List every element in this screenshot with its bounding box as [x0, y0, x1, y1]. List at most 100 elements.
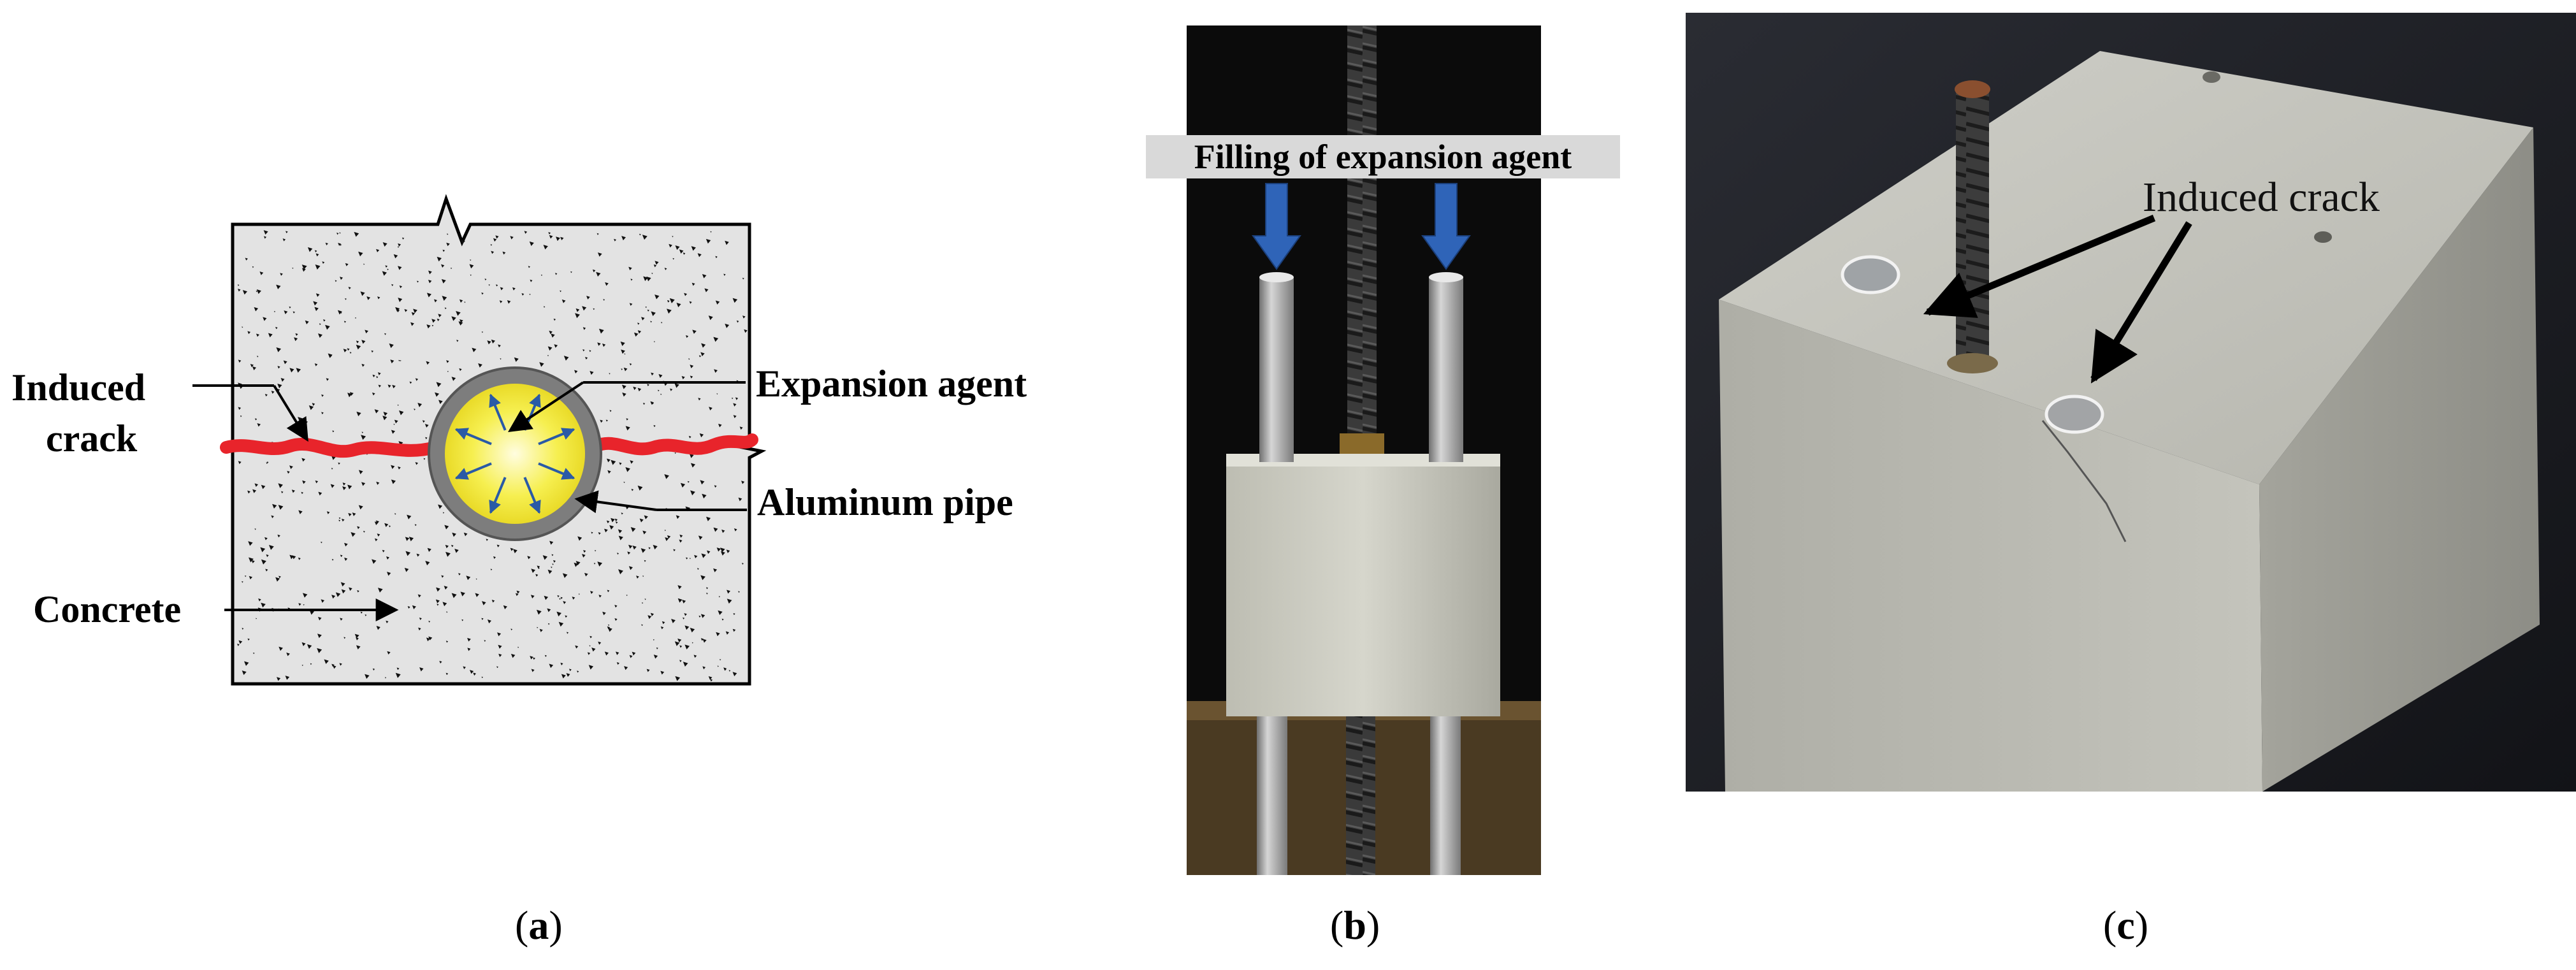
aggregate-particle — [554, 273, 558, 275]
aggregate-particle — [347, 348, 350, 351]
aggregate-particle — [690, 463, 696, 468]
aggregate-particle — [317, 616, 322, 621]
aggregate-particle — [331, 558, 334, 561]
aggregate-particle — [551, 333, 555, 338]
aggregate-particle — [671, 619, 676, 623]
aggregate-particle — [621, 384, 626, 389]
aggregate-particle — [452, 532, 456, 537]
aggregate-particle — [516, 590, 520, 594]
aggregate-particle — [708, 676, 713, 680]
aggregate-particle — [247, 331, 251, 335]
aggregate-particle — [496, 544, 500, 547]
aggregate-particle — [574, 370, 578, 373]
aggregate-particle — [441, 575, 444, 578]
aggregate-particle — [584, 572, 588, 577]
aggregate-particle — [689, 453, 694, 458]
aggregate-particle — [417, 403, 423, 407]
aggregate-particle — [674, 383, 679, 388]
aggregate-particle — [648, 615, 652, 619]
aggregate-particle — [382, 242, 387, 247]
aggregate-particle — [442, 296, 447, 301]
label-induced-crack-1: Induced — [11, 366, 146, 409]
aggregate-particle — [340, 582, 345, 587]
aggregate-particle — [365, 329, 368, 334]
aggregate-particle — [690, 490, 695, 496]
aggregate-particle — [374, 521, 379, 526]
aggregate-particle — [500, 358, 502, 360]
aggregate-particle — [639, 518, 644, 523]
aggregate-particle — [589, 350, 591, 352]
aggregate-particle — [467, 637, 471, 642]
aggregate-particle — [463, 532, 468, 537]
aggregate-particle — [603, 299, 605, 301]
aggregate-particle — [690, 375, 693, 379]
label-induced-crack-photo: Induced crack — [2143, 174, 2380, 221]
aggregate-particle — [553, 318, 556, 321]
aggregate-particle — [736, 380, 739, 382]
aggregate-particle — [398, 243, 402, 247]
aggregate-particle — [667, 535, 671, 539]
aggregate-particle — [615, 651, 619, 655]
aggregate-particle — [741, 563, 744, 565]
aggregate-particle — [491, 600, 495, 603]
aggregate-particle — [718, 610, 723, 616]
aggregate-particle — [396, 674, 400, 678]
aggregate-particle — [446, 242, 450, 247]
aggregate-particle — [732, 298, 738, 303]
aggregate-particle — [318, 491, 322, 496]
aggregate-particle — [351, 532, 356, 537]
aggregate-particle — [664, 530, 666, 532]
aggregate-particle — [691, 246, 696, 251]
aggregate-particle — [653, 341, 655, 343]
aggregate-particle — [321, 541, 322, 544]
aggregate-particle — [382, 549, 385, 553]
aggregate-particle — [472, 347, 477, 352]
aggregate-particle — [442, 602, 447, 607]
aggregate-particle — [411, 312, 416, 316]
aggregate-particle — [650, 401, 654, 405]
aggregate-particle — [428, 636, 433, 641]
aggregate-particle — [263, 317, 267, 321]
aggregate-particle — [242, 670, 247, 676]
aggregate-particle — [338, 517, 341, 519]
aggregate-particle — [450, 267, 452, 270]
aggregate-particle — [669, 243, 672, 248]
aggregate-particle — [536, 609, 542, 615]
aggregate-particle — [254, 418, 257, 421]
aggregate-particle — [354, 633, 359, 639]
aggregate-particle — [725, 631, 730, 635]
aggregate-particle — [560, 597, 563, 600]
aggregate-particle — [484, 279, 487, 281]
aggregate-particle — [469, 670, 474, 674]
aggregate-particle — [279, 646, 283, 651]
aggregate-particle — [500, 287, 503, 291]
aggregate-particle — [398, 298, 403, 302]
aggregate-particle — [590, 591, 593, 594]
aggregate-particle — [655, 294, 660, 300]
aggregate-particle — [298, 510, 303, 514]
aggregate-particle — [644, 515, 648, 519]
aggregate-particle — [256, 333, 259, 337]
aggregate-particle — [529, 241, 534, 246]
aggregate-particle — [407, 514, 412, 519]
aggregate-particle — [661, 322, 663, 324]
aggregate-particle — [577, 536, 582, 541]
aggregate-particle — [312, 403, 315, 406]
aggregate-particle — [261, 602, 266, 608]
aggregate-particle — [690, 365, 694, 368]
aggregate-particle — [547, 608, 551, 612]
aggregate-particle — [333, 665, 336, 669]
aggregate-particle — [679, 660, 682, 663]
aggregate-particle — [426, 293, 431, 298]
aggregate-particle — [531, 568, 536, 574]
aggregate-particle — [697, 568, 699, 570]
aggregate-particle — [493, 238, 497, 242]
aggregate-particle — [682, 599, 686, 604]
aggregate-particle — [358, 505, 363, 510]
aggregate-particle — [590, 635, 593, 639]
aggregate-particle — [451, 316, 456, 321]
aggregate-particle — [597, 342, 601, 346]
aggregate-particle — [527, 556, 531, 560]
aggregate-particle — [356, 645, 361, 650]
aggregate-particle — [238, 407, 242, 410]
